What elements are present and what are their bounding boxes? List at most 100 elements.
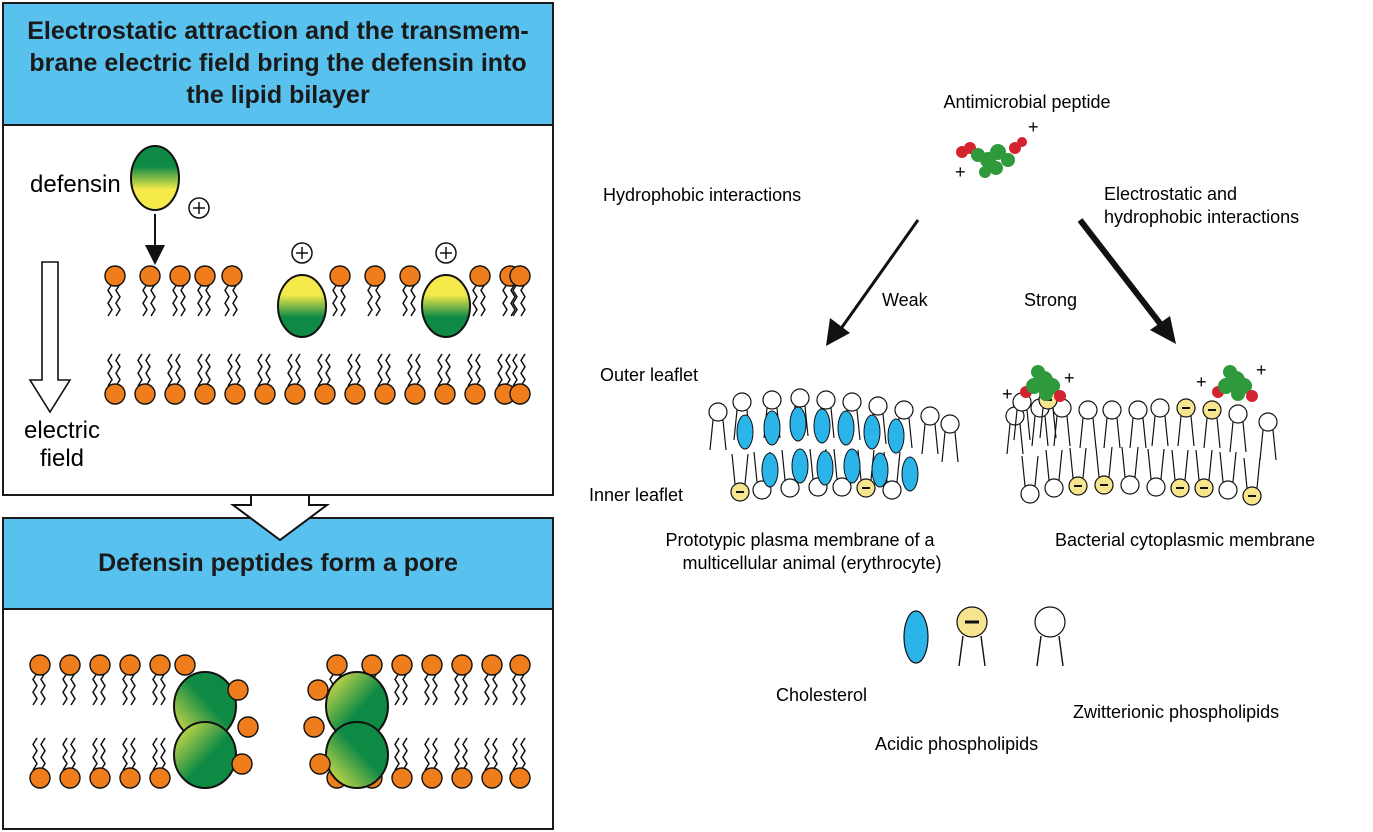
legend: Cholesterol Acidic phospholipids Zwitter… xyxy=(776,606,1279,754)
acidic-legend-label: Acidic phospholipids xyxy=(875,734,1038,754)
lipid-molecule xyxy=(509,737,531,789)
zwitterionic-phospholipid xyxy=(894,400,914,449)
peptide-molecule-icon xyxy=(956,137,1027,178)
lipid-molecule xyxy=(104,265,126,317)
lipid-molecule xyxy=(149,654,171,706)
positive-charge-icon xyxy=(291,242,313,264)
cholesterol-molecule xyxy=(736,414,754,450)
zwitterionic-phospholipid xyxy=(1102,400,1122,449)
lipid-molecule xyxy=(169,265,191,317)
cholesterol-molecule xyxy=(761,452,779,488)
lipid-molecule xyxy=(464,353,486,405)
acidic-phospholipid xyxy=(1170,449,1190,498)
lipid-head xyxy=(174,654,196,676)
zwitterionic-legend-label: Zwitterionic phospholipids xyxy=(1073,702,1279,722)
cholesterol-molecule xyxy=(843,448,861,484)
step1-header: Electrostatic attraction and the transme… xyxy=(2,2,554,126)
lipid-molecule xyxy=(399,265,421,317)
electric-field-label-2: field xyxy=(40,445,84,472)
zwitterionic-phospholipid xyxy=(1044,449,1064,498)
step2-header: Defensin peptides form a pore xyxy=(2,517,554,610)
lipid-molecule xyxy=(374,353,396,405)
lipid-molecule xyxy=(104,353,126,405)
lipid-head xyxy=(307,679,329,701)
strong-arrowhead xyxy=(1150,316,1176,344)
defensin-label: defensin xyxy=(30,171,121,198)
lipid-molecule xyxy=(284,353,306,405)
zwitterionic-phospholipid xyxy=(1150,398,1170,447)
zwitterionic-phospholipid xyxy=(1078,400,1098,449)
zwitterionic-phospholipid xyxy=(1146,448,1166,497)
zwitterionic-phospholipid xyxy=(940,414,960,463)
hydrophobic-label: Hydrophobic interactions xyxy=(603,185,801,205)
lipid-molecule xyxy=(29,654,51,706)
lipid-molecule xyxy=(221,265,243,317)
zwitterionic-phospholipid xyxy=(1228,404,1248,453)
lipid-head xyxy=(231,753,253,775)
lipid-molecule xyxy=(119,737,141,789)
cholesterol-molecule xyxy=(813,408,831,444)
cholesterol-molecule xyxy=(791,448,809,484)
step2-pore-bilayer xyxy=(29,654,531,789)
electrostatic-label-2: hydrophobic interactions xyxy=(1104,207,1299,227)
lipid-molecule xyxy=(421,654,443,706)
zwitterionic-phospholipid xyxy=(1128,400,1148,449)
lipid-molecule xyxy=(59,654,81,706)
lipid-molecule xyxy=(451,737,473,789)
zwitterionic-phospholipid xyxy=(1258,412,1278,461)
electric-field-arrow: electric field xyxy=(24,261,100,472)
lipid-molecule xyxy=(89,654,111,706)
defensin-pore-unit xyxy=(325,721,389,789)
zwitterionic-phospholipid xyxy=(708,402,728,451)
weak-arrow xyxy=(838,219,920,331)
lipid-molecule xyxy=(149,737,171,789)
lipid-molecule xyxy=(164,353,186,405)
zwitterionic-phospholipid xyxy=(920,406,940,455)
lipid-molecule xyxy=(391,654,413,706)
cholesterol-icon xyxy=(903,610,929,664)
defensin-inserted xyxy=(421,274,471,338)
acidic-phospholipid-icon xyxy=(956,606,988,667)
cholesterol-molecule xyxy=(837,410,855,446)
lipid-molecule xyxy=(404,353,426,405)
lipid-molecule xyxy=(194,353,216,405)
lipid-molecule xyxy=(434,353,456,405)
animal-membrane xyxy=(708,388,960,502)
weak-arrowhead xyxy=(826,318,850,346)
lipid-molecule xyxy=(314,353,336,405)
lipid-molecule xyxy=(509,353,531,405)
zwitterionic-phospholipid-icon xyxy=(1034,606,1066,667)
lipid-molecule xyxy=(59,737,81,789)
zwitterionic-phospholipid xyxy=(1020,455,1040,504)
cholesterol-molecule xyxy=(901,456,919,492)
transition-arrow xyxy=(229,496,331,542)
zwitterionic-phospholipid xyxy=(1218,451,1238,500)
acidic-phospholipid xyxy=(1094,446,1114,495)
cholesterol-molecule xyxy=(789,406,807,442)
step2-title: Defensin peptides form a pore xyxy=(98,549,458,577)
charge-plus: + xyxy=(955,162,966,182)
lipid-molecule xyxy=(391,737,413,789)
acidic-phospholipid xyxy=(1202,400,1222,449)
lipid-molecule xyxy=(29,737,51,789)
defensin-pore-unit xyxy=(173,721,237,789)
weak-label: Weak xyxy=(882,290,929,310)
acidic-phospholipid xyxy=(1176,398,1196,447)
cholesterol-molecule xyxy=(871,452,889,488)
defensin-inserted xyxy=(277,274,327,338)
lipid-molecule xyxy=(509,654,531,706)
acidic-phospholipid xyxy=(1068,447,1088,496)
lipid-head xyxy=(237,716,259,738)
electrostatic-label-1: Electrostatic and xyxy=(1104,184,1237,204)
animal-membrane-label-2: multicellular animal (erythrocyte) xyxy=(682,553,941,573)
antimicrobial-peptide-group: Antimicrobial peptide + + xyxy=(943,92,1110,182)
outer-leaflet-label: Outer leaflet xyxy=(600,365,698,385)
inner-leaflet-label: Inner leaflet xyxy=(589,485,683,505)
lipid-molecule xyxy=(194,265,216,317)
defensin-ellipse xyxy=(130,145,180,211)
strong-label: Strong xyxy=(1024,290,1077,310)
lipid-molecule xyxy=(469,265,491,317)
lipid-head xyxy=(309,753,331,775)
lipid-molecule xyxy=(421,737,443,789)
defensin-free-molecule: defensin xyxy=(30,145,210,265)
